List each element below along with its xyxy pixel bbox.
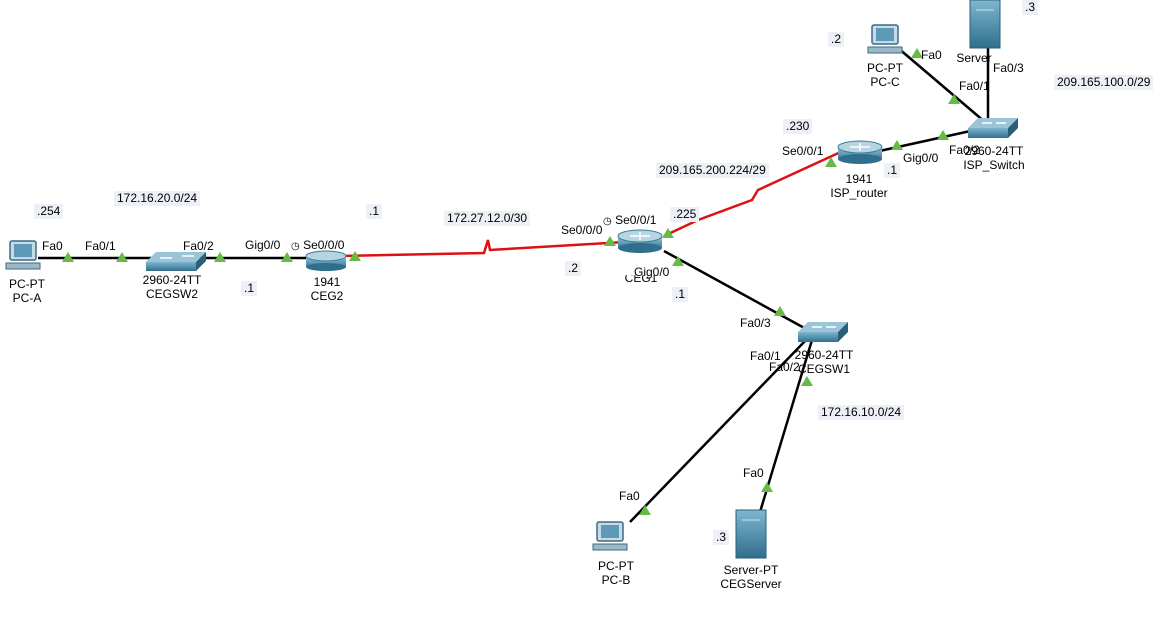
host-id-pc-a: .254 [34, 204, 64, 219]
host-id-ceg2-gig: .1 [241, 281, 258, 296]
host-id-isp-router-serial: .230 [783, 119, 813, 134]
pc-a-label: PC-PT PC-A [9, 277, 45, 305]
port-ceg1-se000: Se0/0/0 [561, 223, 603, 237]
ceg1-label: 1941 CEG1 [625, 257, 658, 285]
pc-a-model: PC-PT [9, 277, 45, 291]
cegsw2-name: CEGSW2 [145, 287, 199, 301]
port-isp-switch-fa02: Fa0/2 [949, 143, 980, 157]
host-id-pc-c: .2 [828, 32, 845, 47]
port-cegsw2-fa01: Fa0/1 [85, 239, 116, 253]
pc-c-icon[interactable] [867, 24, 903, 54]
cegserver-label: Server-PT CEGServer [720, 563, 781, 591]
port-pc-a-fa0: Fa0 [42, 239, 63, 253]
link-ceg2-ceg1-serial[interactable] [339, 239, 626, 258]
host-id-ceg1-isp-serial: .225 [670, 207, 700, 222]
port-isp-switch-fa03: Fa0/3 [993, 61, 1024, 75]
port-ceg2-se000-text: Se0/0/0 [303, 238, 345, 252]
port-ceg2-se000: ◷ Se0/0/0 [291, 238, 344, 254]
cegsw1-model: 2960-24TT [794, 348, 854, 362]
port-cegsw1-fa01: Fa0/1 [750, 349, 781, 363]
host-id-ceg1-serial: .2 [565, 261, 582, 276]
pc-c-model: PC-PT [867, 61, 903, 75]
port-ceg1-gig00: Gig0/0 [634, 265, 670, 279]
port-isp-router-se001: Se0/0/1 [782, 144, 824, 158]
cegsw2-icon[interactable] [146, 252, 206, 271]
ceg2-model: 1941 [313, 275, 341, 289]
pc-b-name: PC-B [601, 573, 631, 587]
isp-switch-icon[interactable] [968, 118, 1018, 138]
cegsw1-icon[interactable] [798, 322, 848, 342]
port-cegsw2-fa02: Fa0/2 [183, 239, 214, 253]
cegserver-icon[interactable] [735, 509, 767, 559]
link-isp-router-isp-switch[interactable] [874, 128, 976, 154]
cegsw2-label: 2960-24TT CEGSW2 [143, 273, 202, 301]
link-pc-c-isp-switch[interactable] [897, 47, 986, 123]
port-isp-switch-fa01: Fa0/1 [959, 79, 990, 93]
pc-b-icon[interactable] [592, 521, 628, 551]
cegserver-name: CEGServer [720, 577, 782, 591]
link-cegsw1-cegserver[interactable] [758, 339, 814, 513]
host-id-ceg1-gig: .1 [672, 287, 689, 302]
cegsw1-name: CEGSW1 [797, 362, 851, 376]
pc-c-label: PC-PT PC-C [867, 61, 903, 89]
cegserver-model: Server-PT [723, 563, 779, 577]
port-cegsw1-fa02: Fa0/2 [769, 360, 800, 374]
ceg1-icon[interactable] [617, 229, 663, 253]
host-id-ceg2-serial: .1 [366, 204, 383, 219]
link-ceg1-cegsw1[interactable] [663, 249, 809, 332]
host-id-isp-router-gig: .1 [884, 163, 901, 178]
network-lan1: 172.16.10.0/24 [818, 405, 905, 420]
isp-switch-label: 2960-24TT ISP_Switch [963, 144, 1024, 172]
host-id-cegserver: .3 [713, 530, 730, 545]
isp-server-icon[interactable] [969, 0, 1001, 49]
cegsw2-model: 2960-24TT [142, 273, 202, 287]
isp-router-model: 1941 [845, 172, 873, 186]
cegsw1-label: 2960-24TT CEGSW1 [795, 348, 854, 376]
ceg2-label: 1941 CEG2 [311, 275, 344, 303]
ceg2-icon[interactable] [305, 250, 347, 271]
network-wan-isp: 209.165.200.224/29 [656, 163, 769, 178]
pc-b-model: PC-PT [598, 559, 634, 573]
network-lan2: 172.16.20.0/24 [114, 191, 201, 206]
port-ceg1-se001: ◷ Se0/0/1 [603, 213, 656, 229]
link-cegsw1-pc-b[interactable] [629, 339, 807, 523]
port-cegserver-fa0: Fa0 [743, 466, 764, 480]
pc-b-label: PC-PT PC-B [598, 559, 634, 587]
pc-a-icon[interactable] [5, 240, 41, 270]
link-status-markers [62, 48, 960, 515]
network-isp-lan: 209.165.100.0/29 [1054, 75, 1154, 90]
port-ceg2-gig00: Gig0/0 [245, 238, 281, 252]
ceg2-name: CEG2 [310, 289, 344, 303]
ceg1-name: CEG1 [624, 271, 658, 285]
port-pc-b-fa0: Fa0 [619, 489, 640, 503]
network-wan-ceg: 172.27.12.0/30 [444, 211, 531, 226]
isp-switch-model: 2960-24TT [964, 144, 1024, 158]
host-id-isp-server: .3 [1022, 0, 1039, 15]
isp-router-name: ISP_router [830, 186, 888, 200]
isp-server-label: Server [956, 51, 991, 65]
isp-router-label: 1941 ISP_router [830, 172, 887, 200]
pc-a-name: PC-A [12, 291, 42, 305]
port-cegsw1-fa03: Fa0/3 [740, 316, 771, 330]
clock-icon: ◷ [603, 216, 612, 227]
isp-server-name: Server [956, 51, 992, 65]
pc-c-name: PC-C [870, 75, 900, 89]
port-pc-c-fa0: Fa0 [921, 48, 942, 62]
isp-switch-name: ISP_Switch [963, 158, 1025, 172]
clock-icon: ◷ [291, 241, 300, 252]
port-isp-router-gig00: Gig0/0 [903, 151, 939, 165]
port-ceg1-se001-text: Se0/0/1 [615, 213, 657, 227]
isp-router-icon[interactable] [837, 140, 883, 164]
link-ceg1-isp-router-serial[interactable] [663, 148, 846, 238]
